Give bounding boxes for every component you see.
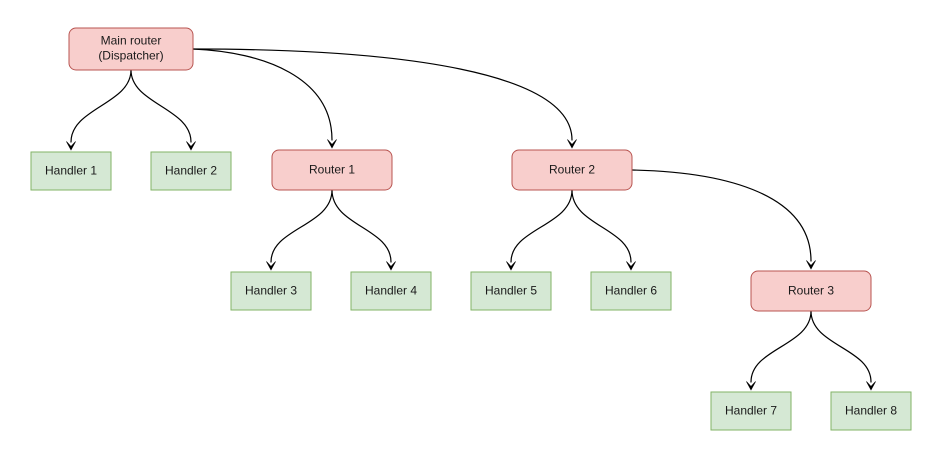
edge-main-router-to-handler-2	[130, 69, 192, 143]
node-box-handler-2[interactable]	[150, 151, 232, 191]
node-handler-5[interactable]: Handler 5	[470, 271, 552, 311]
node-box-router-1[interactable]	[271, 149, 393, 191]
edge-router-2-to-router-3	[631, 169, 812, 262]
nodes-layer: Main router(Dispatcher) Handler 1 Handler …	[30, 27, 912, 431]
arrowhead-icon	[746, 381, 756, 391]
node-router-3[interactable]: Router 3	[750, 270, 872, 312]
node-handler-2[interactable]: Handler 2	[150, 151, 232, 191]
node-box-handler-1[interactable]	[30, 151, 112, 191]
arrowhead-icon	[806, 260, 816, 270]
edge-router-3-to-handler-8	[810, 310, 872, 383]
arrowhead-icon	[866, 381, 876, 391]
arrowhead-icon	[186, 141, 196, 151]
node-main-router[interactable]: Main router(Dispatcher)	[68, 27, 194, 71]
edge-router-3-to-handler-7	[750, 310, 812, 383]
edge-main-router-to-handler-1	[70, 69, 132, 143]
node-handler-3[interactable]: Handler 3	[230, 271, 312, 311]
edge-router-1-to-handler-3	[270, 189, 333, 263]
arrowhead-icon	[626, 261, 636, 271]
node-box-router-2[interactable]	[511, 149, 633, 191]
node-handler-4[interactable]: Handler 4	[350, 271, 432, 311]
node-box-handler-7[interactable]	[710, 391, 792, 431]
edge-router-2-to-handler-6	[571, 189, 632, 263]
node-box-handler-6[interactable]	[590, 271, 672, 311]
arrowhead-icon	[506, 261, 516, 271]
edge-main-router-to-router-1	[192, 48, 333, 141]
arrowhead-icon	[386, 261, 396, 271]
edge-main-router-to-router-2	[192, 48, 573, 141]
node-handler-8[interactable]: Handler 8	[830, 391, 912, 431]
node-box-handler-4[interactable]	[350, 271, 432, 311]
edge-router-1-to-handler-4	[331, 189, 392, 263]
node-handler-6[interactable]: Handler 6	[590, 271, 672, 311]
node-box-handler-3[interactable]	[230, 271, 312, 311]
arrowhead-icon	[66, 141, 76, 151]
edges-layer	[70, 48, 872, 383]
arrowheads-layer	[66, 139, 876, 391]
node-router-2[interactable]: Router 2	[511, 149, 633, 191]
node-box-handler-5[interactable]	[470, 271, 552, 311]
node-box-router-3[interactable]	[750, 270, 872, 312]
arrowhead-icon	[567, 139, 577, 149]
arrowhead-icon	[327, 139, 337, 149]
node-handler-7[interactable]: Handler 7	[710, 391, 792, 431]
arrowhead-icon	[266, 261, 276, 271]
node-router-1[interactable]: Router 1	[271, 149, 393, 191]
node-box-handler-8[interactable]	[830, 391, 912, 431]
edge-router-2-to-handler-5	[510, 189, 573, 263]
node-handler-1[interactable]: Handler 1	[30, 151, 112, 191]
node-box-main-router[interactable]	[68, 27, 194, 71]
